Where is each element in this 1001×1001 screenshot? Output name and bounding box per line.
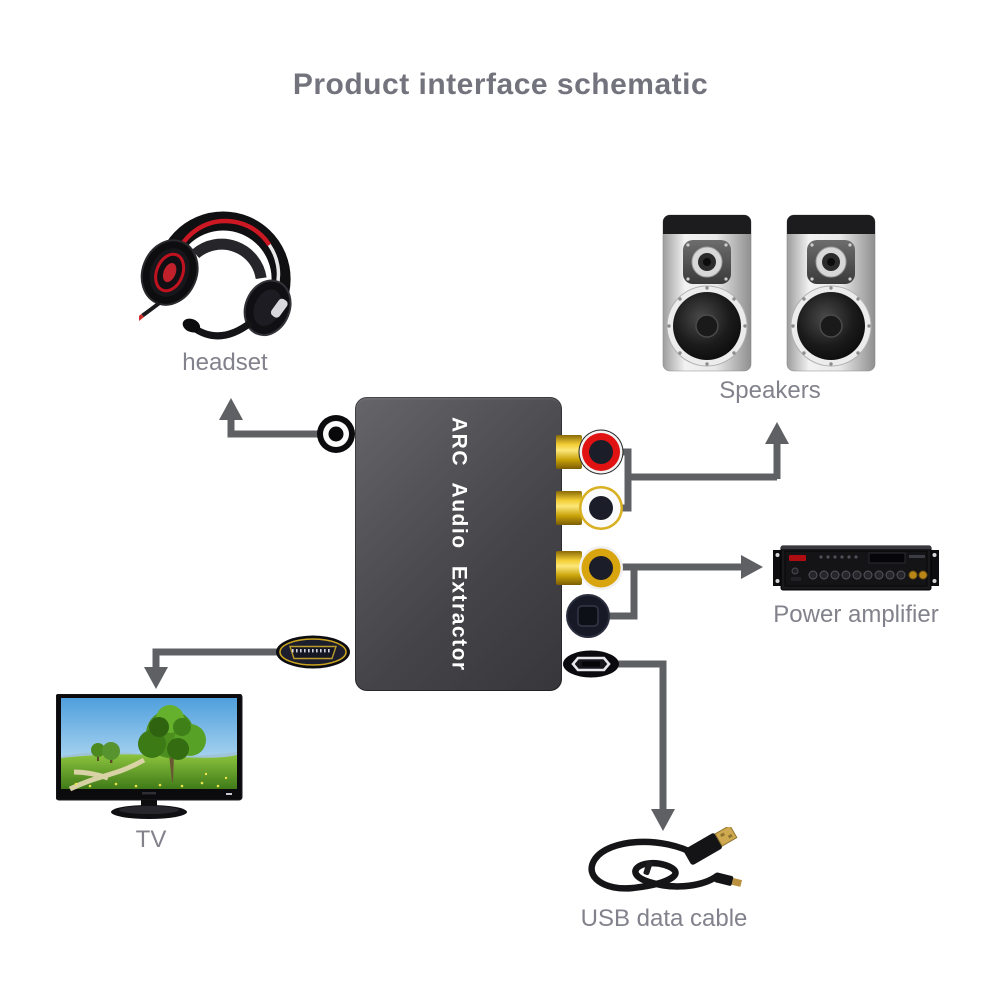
speaker-right (786, 214, 876, 372)
arrowhead-tv (144, 667, 168, 689)
line-to-amplifier (606, 563, 742, 620)
headset-figure: headset (135, 173, 315, 377)
tv-big-tree (138, 705, 206, 782)
line-to-speakers (616, 441, 781, 512)
headphone-jack-icon (317, 415, 355, 453)
hdmi-arc-port-icon (276, 635, 350, 669)
device-label: ARC Audio Extractor (447, 416, 471, 672)
tv-label: TV (135, 826, 167, 853)
tv-figure: TV (55, 694, 247, 854)
page-title: Product interface schematic (292, 68, 709, 101)
speakers-figure: Speakers (662, 211, 878, 405)
rca-white-audio-out-icon (556, 486, 623, 530)
tv-flowers (74, 772, 228, 788)
toslink-optical-out-icon (566, 594, 610, 638)
headset-label: headset (182, 349, 268, 376)
speakers-image (662, 214, 876, 372)
arrowhead-speakers (765, 422, 789, 444)
amplifier-figure: Power amplifier (772, 543, 940, 629)
line-to-headset (227, 416, 334, 438)
line-to-tv (152, 648, 296, 668)
micro-usb-connector (714, 872, 743, 887)
rca-yellow-coaxial-icon (556, 546, 623, 590)
rca-red-audio-out-icon (556, 429, 624, 475)
arc-audio-extractor-device: ARC Audio Extractor (355, 397, 562, 691)
usb-cable-figure: USB data cable (578, 827, 750, 933)
arrowhead-amplifier (741, 555, 763, 579)
tv-image (56, 694, 243, 819)
tv-small-trees (91, 742, 120, 763)
amplifier-label: Power amplifier (773, 601, 939, 628)
arrowhead-headset (219, 398, 243, 420)
line-to-usb-cable (614, 660, 667, 810)
usb-cable-image (588, 827, 743, 892)
speaker-left (662, 214, 752, 372)
headset-image (139, 211, 292, 340)
speakers-label: Speakers (719, 377, 821, 404)
micro-usb-power-icon (563, 650, 619, 678)
usb-cable-label: USB data cable (580, 905, 748, 932)
amplifier-image (773, 545, 939, 591)
usb-a-connector (684, 827, 738, 865)
